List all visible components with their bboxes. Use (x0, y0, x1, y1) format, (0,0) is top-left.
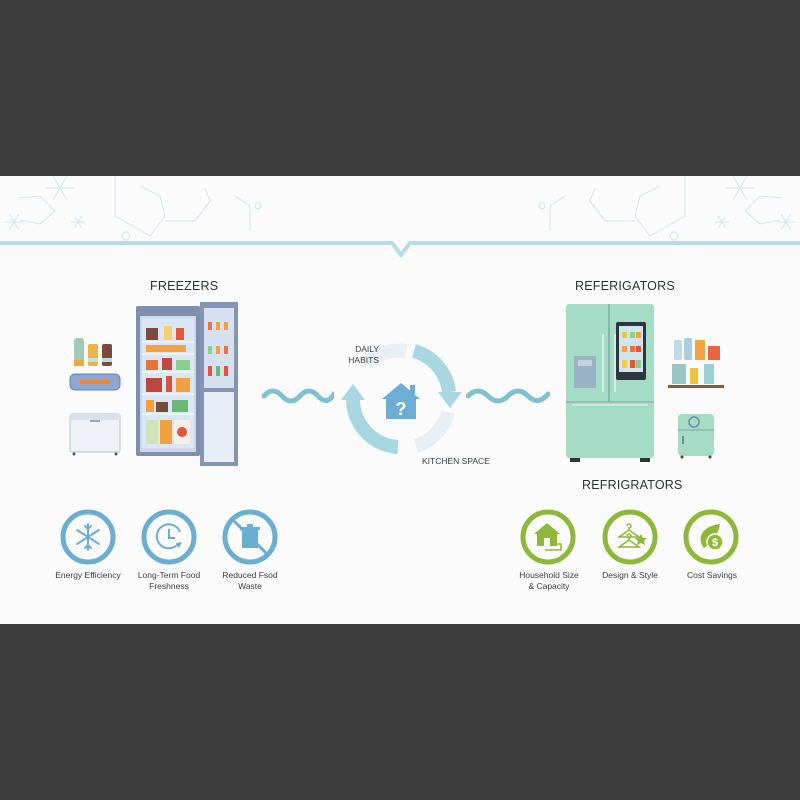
household-size-label: Household Size & Capacity (519, 570, 579, 591)
kitchen-space-label: KITCHEN SPACE (422, 456, 490, 466)
design-style-label: Design & Style (602, 570, 658, 580)
letterbox-top (0, 0, 800, 176)
daily-habits-label: DAILY HABITS (348, 344, 379, 365)
cost-savings-label: Cost Savings (686, 570, 738, 580)
letterbox-bottom (0, 624, 800, 800)
reduced-waste-badge (221, 508, 279, 566)
hanger-star-icon (602, 509, 658, 565)
clock-refresh-icon (141, 509, 197, 565)
kitchen-appliances-illustration (668, 338, 724, 459)
svg-text:$: $ (712, 537, 718, 549)
freezers-title: FREEZERS (150, 279, 219, 293)
food-freshness-badge (140, 508, 198, 566)
wave-connector-left (262, 388, 334, 404)
food-freshness-label: Long-Term Food Freshness (137, 570, 201, 591)
reduced-waste-label: Reduced Fsod Waste (222, 570, 278, 591)
svg-text:?: ? (396, 399, 407, 419)
refrigerators-title: REFERIGATORS (575, 279, 675, 293)
header-divider (0, 241, 800, 259)
house-question-icon: ? (382, 383, 420, 419)
energy-efficiency-badge (59, 508, 117, 566)
refrigerators-subtitle: REFRIGRATORS (582, 478, 683, 492)
house-plug-icon (520, 509, 576, 565)
snowflake-icon (60, 509, 116, 565)
upright-freezer-illustration (136, 302, 238, 466)
design-style-badge (601, 508, 659, 566)
cost-savings-badge: $ (682, 508, 740, 566)
snowflake-pattern-decoration (5, 176, 795, 241)
household-size-badge (519, 508, 577, 566)
french-door-refrigerator-illustration (566, 304, 654, 462)
leaf-dollar-icon: $ (683, 509, 739, 565)
energy-efficiency-label: Energy Efficiency (55, 570, 121, 580)
wave-connector-right (466, 388, 550, 404)
infographic-canvas: FREEZERS (0, 176, 800, 624)
freezer-food-items-illustration (69, 338, 121, 456)
no-trash-icon (222, 509, 278, 565)
cycle-arrows-diagram (341, 343, 462, 454)
